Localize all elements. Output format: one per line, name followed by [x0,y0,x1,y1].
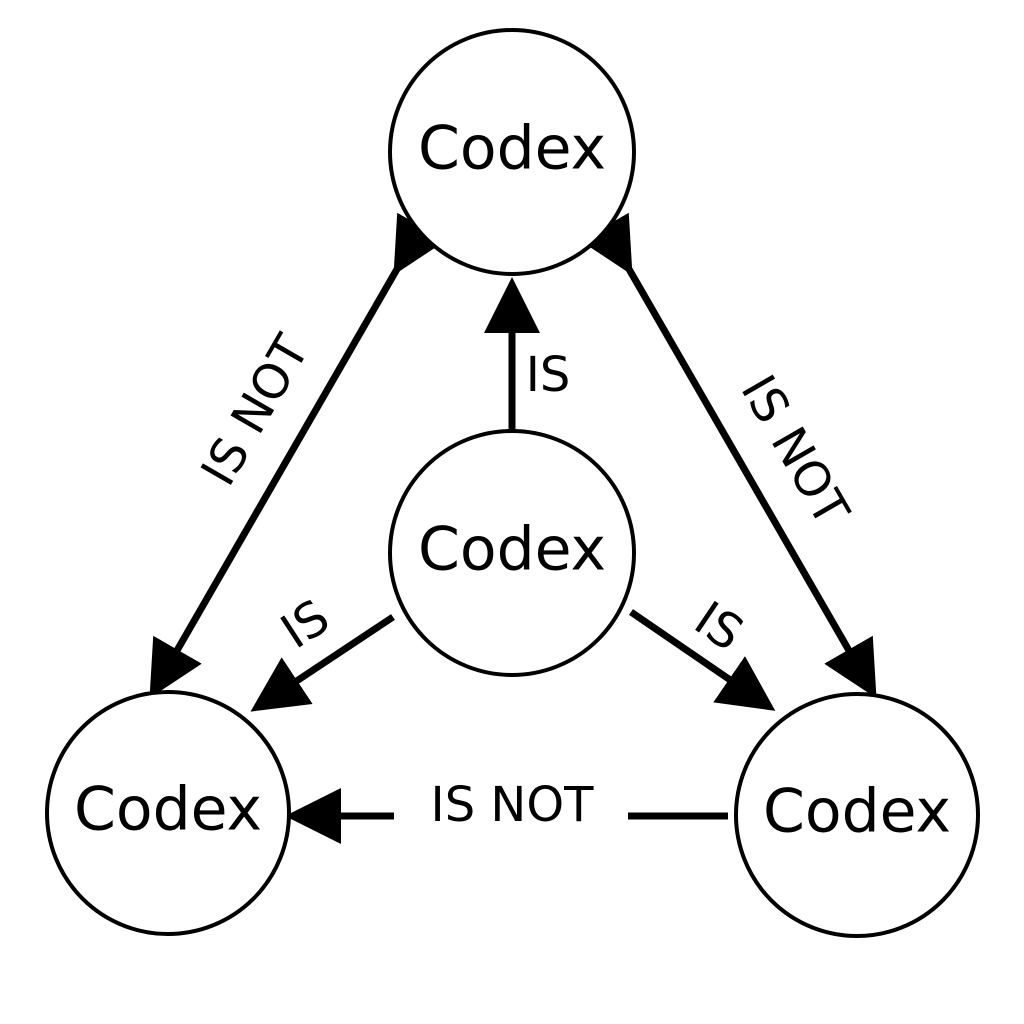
node-bottom-right: Codex [734,692,980,938]
edge-top-bottom-left-label: IS NOT [190,325,320,495]
edge-center-to-bottom-left-label: IS [271,589,339,660]
node-center: Codex [388,429,636,677]
node-center-label: Codex [418,515,606,585]
node-top-label: Codex [418,114,606,184]
node-bottom-left-label: Codex [74,775,262,845]
edge-center-to-top-label: IS [526,347,571,403]
edge-bottom-right-to-bottom-left-label: IS NOT [431,777,595,833]
edge-top-bottom-right-line [580,212,877,699]
node-bottom-left: Codex [45,690,291,936]
edge-top-bottom-right-label: IS NOT [730,366,860,536]
node-top: Codex [388,28,636,276]
node-bottom-right-label: Codex [763,777,951,847]
edge-top-bottom-left-line [149,212,446,699]
